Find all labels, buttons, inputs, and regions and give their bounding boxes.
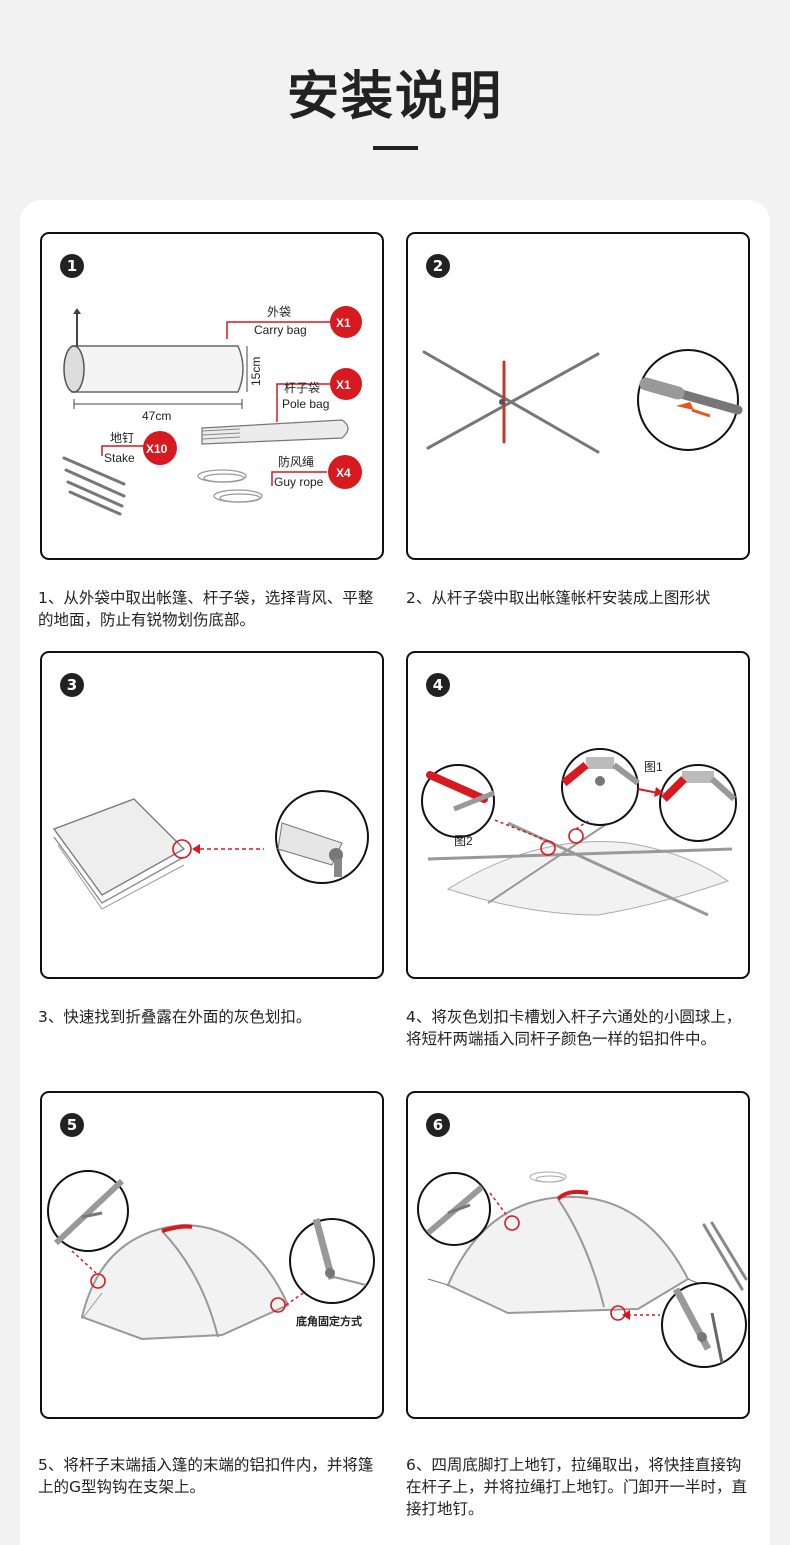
- pole-hook-zoom-icon: [47, 1170, 129, 1252]
- fig1-detail-icon: [659, 764, 737, 842]
- height-label: 15cm: [249, 357, 263, 386]
- stake-qty: X10: [146, 442, 168, 456]
- content-card: 1 47cm 15cm 外袋 Carry bag X1: [20, 200, 770, 1545]
- pole-bag-qty: X1: [336, 378, 351, 392]
- step-3-caption: 3、快速找到折叠露在外面的灰色划扣。: [38, 1008, 312, 1026]
- step-6-illustration: [417, 1171, 748, 1368]
- ground-stake-zoom-icon: [661, 1282, 747, 1368]
- rope-bundle-icon: [529, 1171, 567, 1183]
- fig1-label: 图1: [644, 760, 663, 774]
- pole-bag-icon: [201, 419, 349, 445]
- guy-rope-icon: [197, 469, 263, 503]
- fig2-label: 图2: [454, 834, 473, 848]
- pole-bag-cn: 杆子袋: [284, 381, 320, 395]
- carry-bag-en: Carry bag: [254, 323, 307, 337]
- corner-fix-label: 底角固定方式: [296, 1314, 362, 1328]
- corner-fix-zoom-icon: [289, 1218, 375, 1304]
- slide-buckle-zoom-icon: [275, 790, 369, 884]
- step-number-badge: 5: [60, 1113, 84, 1137]
- step-4-panel: 4 图2 图1: [406, 651, 750, 979]
- step-3-panel: 3: [40, 651, 384, 979]
- step-4-illustration: 图2 图1: [421, 748, 737, 917]
- step-2-illustration: [422, 349, 743, 454]
- step-number-badge: 3: [60, 673, 84, 697]
- stake-icon: [62, 456, 126, 516]
- quick-hook-zoom-icon: [417, 1172, 491, 1246]
- length-label: 47cm: [142, 409, 171, 423]
- page-title: 安装说明: [286, 67, 503, 127]
- carry-bag-cn: 外袋: [267, 305, 291, 319]
- guy-rope-qty: X4: [336, 466, 351, 480]
- tent-dome-icon: [80, 1223, 290, 1341]
- stake-en: Stake: [104, 451, 135, 465]
- step-5-illustration: 底角固定方式: [47, 1170, 375, 1341]
- step-number-badge: 2: [426, 254, 450, 278]
- pole-bag-en: Pole bag: [282, 397, 329, 411]
- step-number-badge: 1: [60, 254, 84, 278]
- pole-joint-zoom-icon: [637, 349, 743, 451]
- step-5-caption: 5、将杆子末端插入篷的末端的铝扣件内，并将篷上的G型钩钩在支架上。: [38, 1456, 374, 1496]
- fig1-zoom-icon: [561, 748, 640, 826]
- step-number-badge: 6: [426, 1113, 450, 1137]
- step-number-badge: 4: [426, 673, 450, 697]
- guy-rope-en: Guy rope: [274, 475, 324, 489]
- step-6-panel: 6: [406, 1091, 750, 1419]
- fig2-zoom-icon: [421, 764, 495, 838]
- step-2-caption: 2、从杆子袋中取出帐篷帐杆安装成上图形状: [406, 589, 711, 607]
- folded-tent-icon: [52, 798, 186, 910]
- guy-rope-cn: 防风绳: [278, 454, 314, 469]
- step-1-illustration: 47cm 15cm 外袋 Carry bag X1 杆子袋 Pole bag X…: [62, 305, 362, 516]
- step-1-caption: 1、从外袋中取出帐篷、杆子袋，选择背风、平整的地面，防止有锐物划伤底部。: [38, 589, 374, 629]
- step-4-caption: 4、将灰色划扣卡槽划入杆子六通处的小圆球上，将短杆两端插入同杆子颜色一样的铝扣件…: [406, 1008, 742, 1048]
- step-1-panel: 1 47cm 15cm 外袋 Carry bag X1: [40, 232, 384, 560]
- title-underline: [373, 146, 418, 150]
- step-5-panel: 5 底角固定方式: [40, 1091, 384, 1419]
- step-2-panel: 2: [406, 232, 750, 560]
- carry-bag-qty: X1: [336, 316, 351, 330]
- stake-cn: 地钉: [110, 431, 134, 445]
- step-6-caption: 6、四周底脚打上地钉，拉绳取出，将快挂直接钩在杆子上，并将拉绳打上地钉。门卸开一…: [406, 1456, 748, 1518]
- pole-frame-icon: [422, 350, 600, 454]
- stakes-icon: [702, 1221, 748, 1291]
- step-3-illustration: [52, 790, 369, 910]
- carry-bag-icon: [63, 308, 244, 393]
